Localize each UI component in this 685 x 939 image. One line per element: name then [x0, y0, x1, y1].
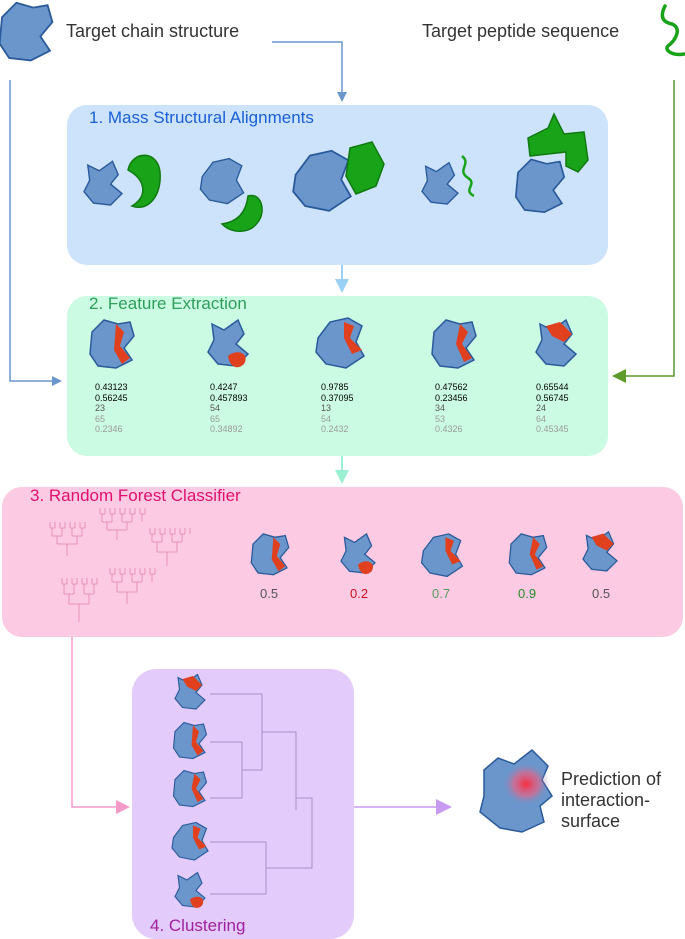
- alignment-pair-4: [421, 155, 475, 205]
- alignment-pair-5: [514, 112, 589, 214]
- prediction-label: Prediction of interaction- surface: [561, 769, 662, 831]
- score-2: 0.2: [350, 586, 369, 601]
- alignment-pair-2: [199, 157, 263, 232]
- feature-protein-1: [89, 319, 135, 369]
- cluster-protein-1: [174, 673, 206, 710]
- alignment-pair-3: [292, 141, 385, 212]
- feature-protein-2: [207, 319, 249, 368]
- clustering-box: [132, 669, 354, 939]
- step3-title: 3. Random Forest Classifier: [30, 486, 241, 505]
- alignment-pair-1: [83, 154, 161, 208]
- classifier-protein-4: [508, 533, 548, 576]
- feature-protein-5: [535, 319, 577, 367]
- cluster-protein-4: [171, 821, 209, 861]
- peptide-icon: [660, 4, 685, 57]
- target-sequence-label: Target peptide sequence: [422, 21, 620, 41]
- feature-protein-3: [315, 317, 365, 369]
- predicted-surface: [479, 749, 553, 833]
- step4-title: 4. Clustering: [150, 916, 246, 935]
- score-1: 0.5: [260, 586, 279, 601]
- dendrogram: [210, 693, 313, 895]
- step2-title: 2. Feature Extraction: [89, 294, 247, 313]
- flow-arrows: [9, 41, 675, 815]
- classifier-protein-1: [250, 533, 290, 576]
- score-4: 0.9: [518, 586, 537, 601]
- random-forest-icon: [49, 508, 191, 622]
- score-3: 0.7: [432, 586, 451, 601]
- target-structure-label: Target chain structure: [66, 21, 240, 41]
- target-structure-icon: [0, 1, 54, 62]
- feature-protein-4: [431, 319, 477, 369]
- score-5: 0.5: [592, 586, 611, 601]
- cluster-protein-3: [172, 769, 208, 808]
- cluster-protein-5: [174, 871, 206, 908]
- classifier-protein-2: [340, 533, 376, 575]
- classifier-protein-5: [582, 531, 618, 572]
- cluster-protein-2: [172, 721, 208, 760]
- classifier-protein-3: [420, 533, 464, 578]
- step1-title: 1. Mass Structural Alignments: [89, 108, 314, 127]
